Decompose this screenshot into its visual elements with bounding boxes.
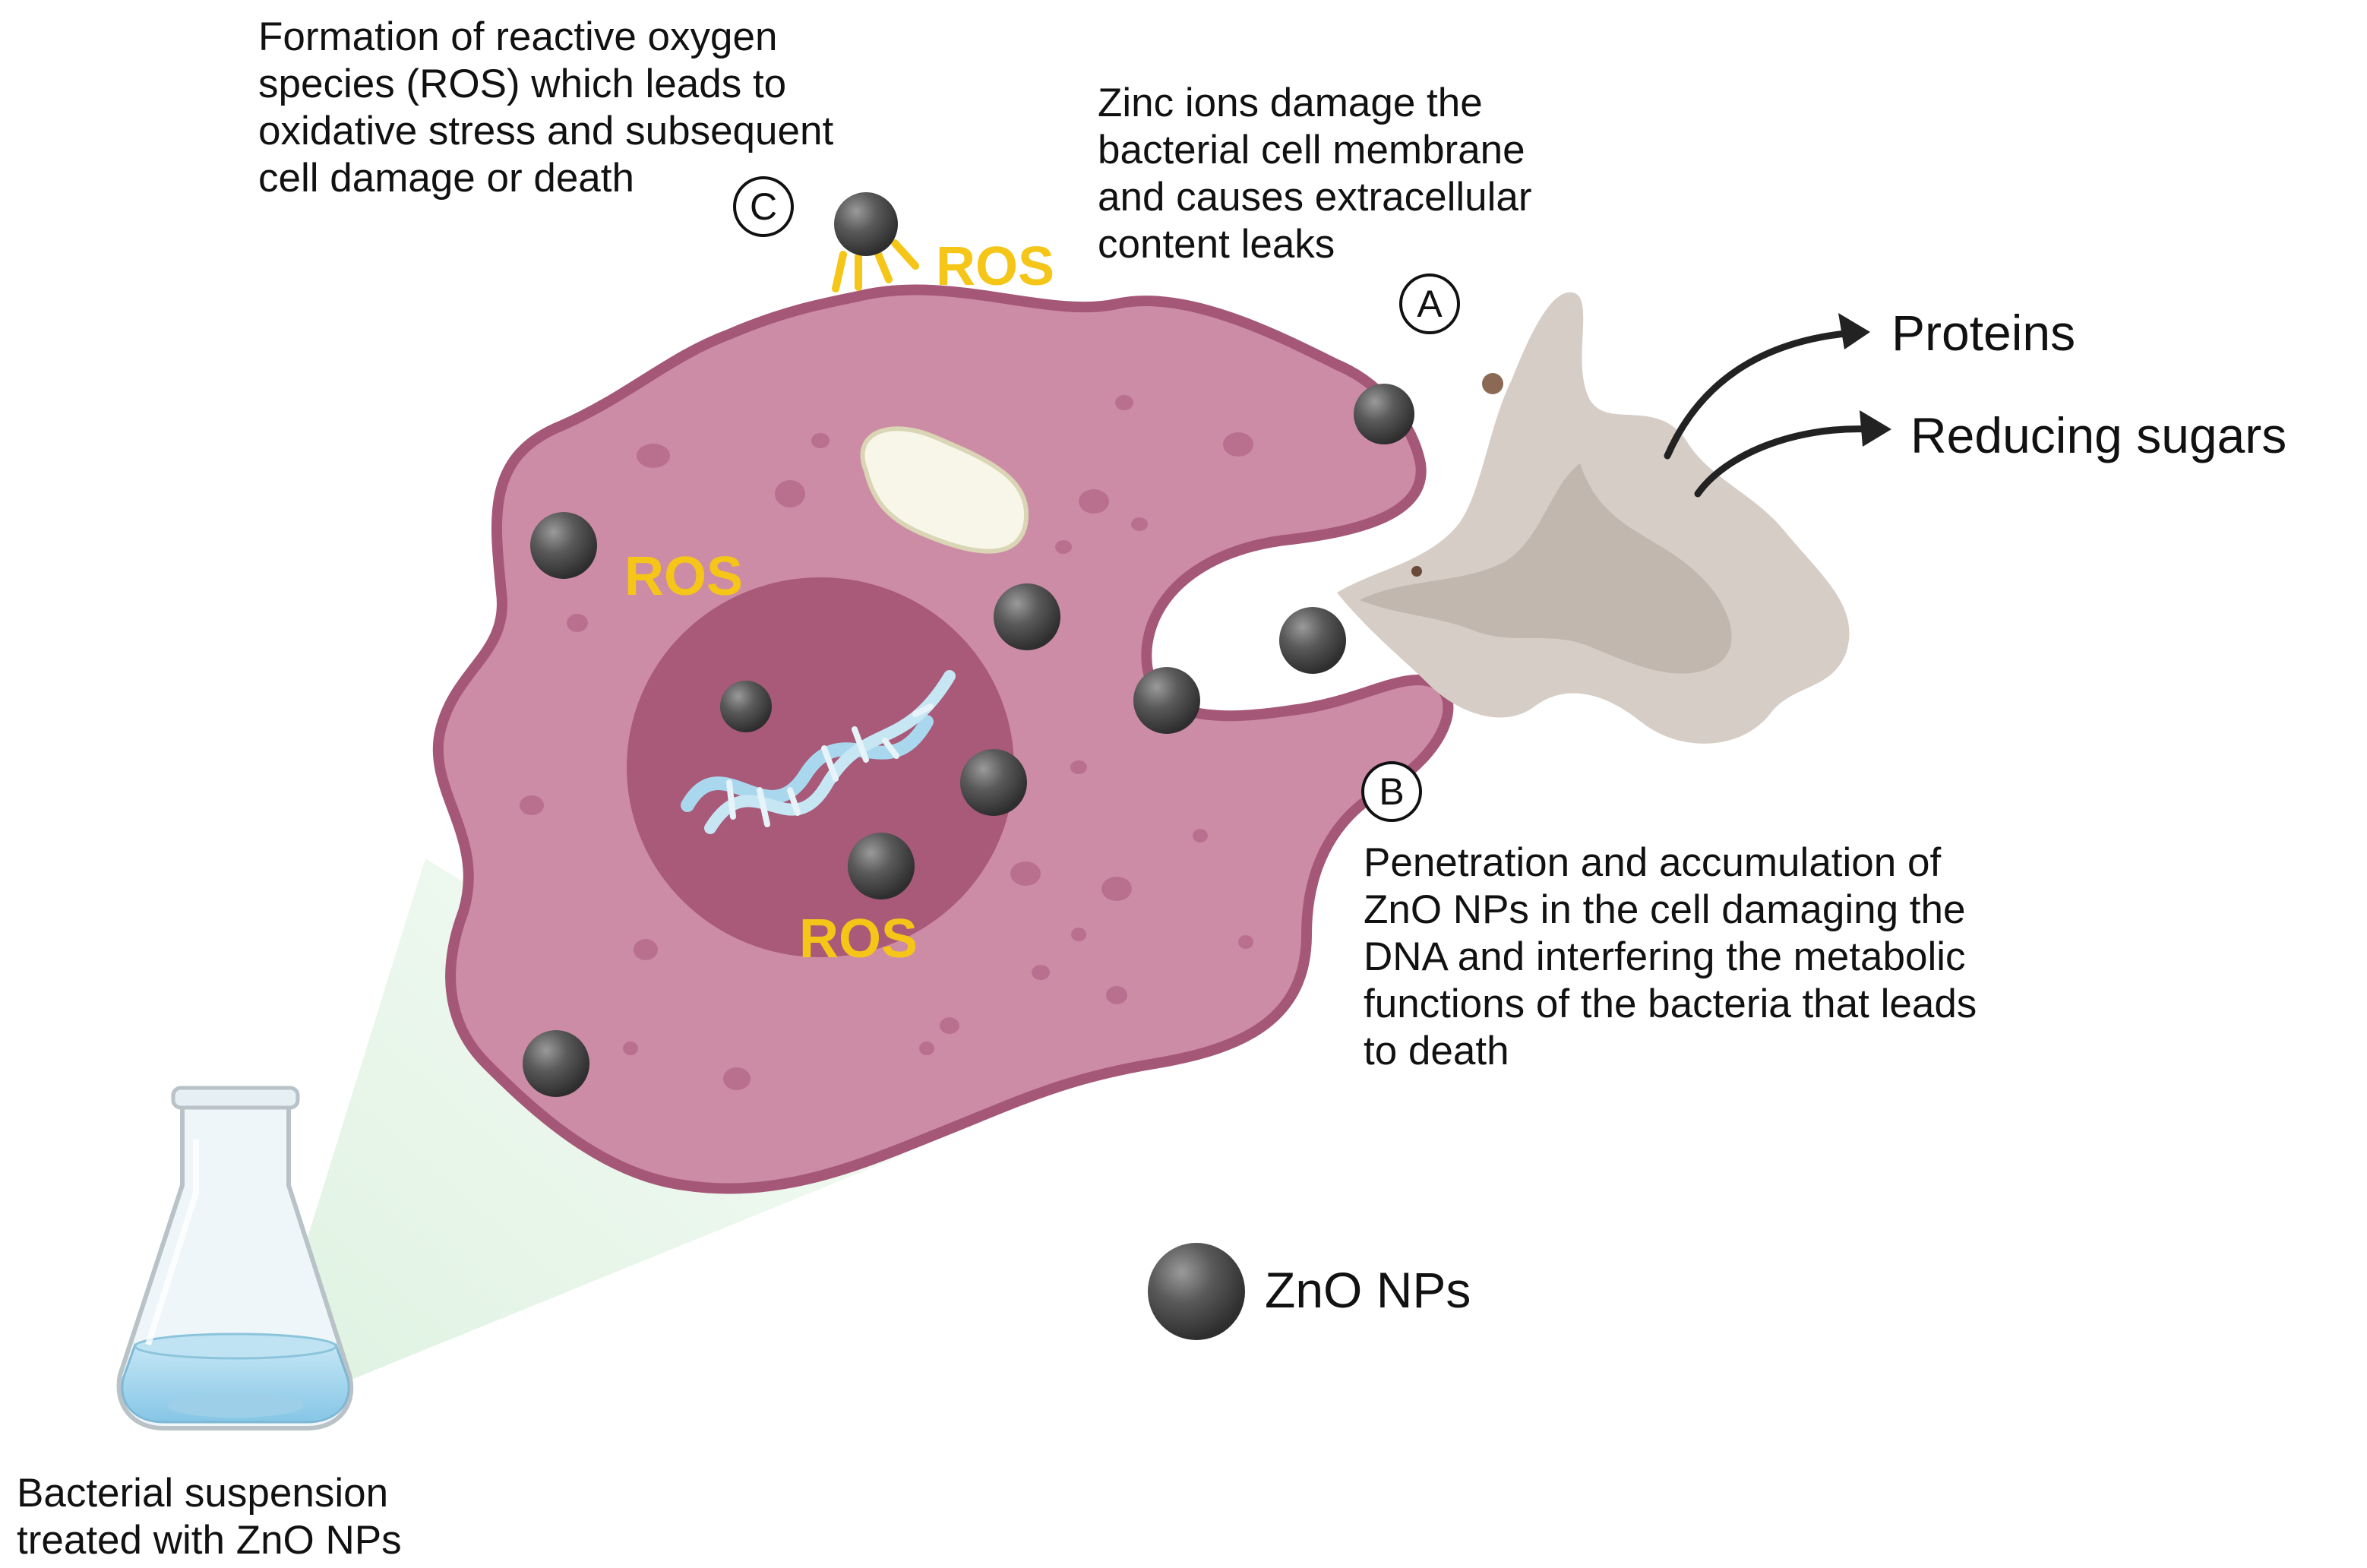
annotation-c-text: Formation of reactive oxygen species (RO… — [258, 14, 834, 201]
marker-c: C — [733, 176, 794, 237]
ros-label-left: ROS — [624, 546, 744, 607]
nanoparticle-icon — [1354, 384, 1414, 444]
legend-nanoparticle-icon — [1148, 1243, 1245, 1340]
bacterial-cell — [432, 239, 1454, 1194]
leaking-content — [1337, 292, 1850, 744]
dna-helix — [681, 670, 956, 834]
marker-a: A — [1399, 273, 1460, 334]
flask-caption: Bacterial suspension treated with ZnO NP… — [17, 1471, 402, 1563]
nanoparticle-icon — [1133, 667, 1200, 734]
ros-label-bottom: ROS — [799, 909, 918, 969]
nanoparticle-icon — [720, 681, 772, 732]
legend-label: ZnO NPs — [1265, 1262, 1471, 1318]
ros-label-top: ROS — [936, 236, 1055, 297]
product-reducing-sugars: Reducing sugars — [1910, 407, 2287, 463]
product-proteins: Proteins — [1891, 305, 2076, 361]
annotation-a-text: Zinc ions damage the bacterial cell memb… — [1098, 81, 1532, 267]
nanoparticle-icon — [960, 749, 1027, 816]
flask — [116, 1086, 354, 1430]
vacuole — [860, 426, 1029, 554]
nanoparticle-icon — [530, 512, 597, 579]
annotation-b-text: Penetration and accumulation of ZnO NPs … — [1364, 840, 1977, 1073]
ros-rays — [832, 239, 919, 292]
nanoparticle-icon — [994, 583, 1060, 650]
nanoparticle-icon — [834, 192, 898, 256]
nanoparticles — [523, 192, 1414, 1097]
product-arrows — [1664, 329, 1876, 498]
cytoplasm-granules — [520, 395, 1253, 1090]
nucleus — [627, 577, 1014, 957]
nanoparticle-icon — [848, 833, 915, 899]
nanoparticle-icon — [523, 1030, 589, 1097]
arrowheads — [1838, 313, 1891, 447]
nanoparticle-icon — [1279, 607, 1346, 674]
marker-b: B — [1361, 761, 1422, 822]
